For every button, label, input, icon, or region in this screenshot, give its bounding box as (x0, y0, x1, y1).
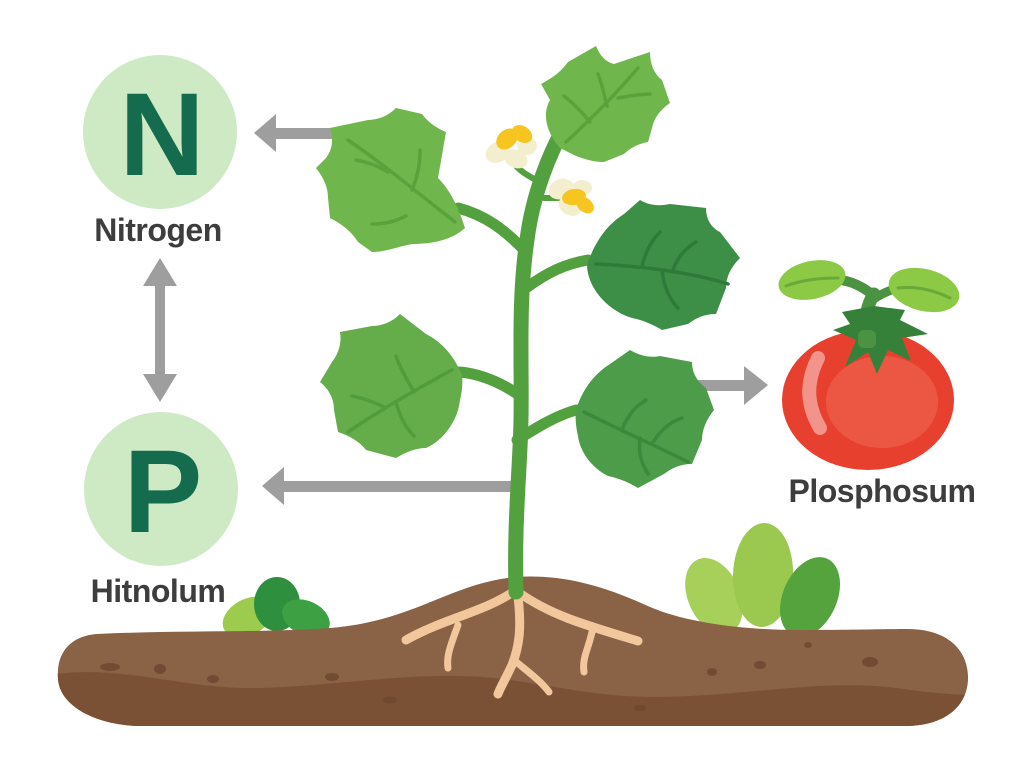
soil-speck (804, 642, 812, 648)
soil-bottom-layer (57, 672, 969, 726)
soil-speck (634, 705, 646, 711)
flower-petal (511, 125, 533, 143)
bush-leaf (282, 599, 330, 637)
leaf-upper-left (316, 108, 465, 252)
root-branch (493, 583, 525, 699)
flower-petal (576, 196, 594, 214)
tomato-label: Plosphosum (788, 473, 975, 509)
bush-left (222, 577, 330, 638)
leaf-veins (594, 230, 730, 310)
leaf-vein (410, 148, 422, 192)
tomato-inner-shade (826, 356, 938, 448)
leaf-vein (394, 354, 416, 394)
bush-leaf (779, 557, 841, 637)
nitrogen-circle (83, 55, 237, 209)
arrow-shaft (282, 481, 513, 492)
arrow-nitrogen-phosphorus-double-icon (143, 258, 177, 402)
leaf-vein (596, 72, 609, 108)
leaf-vein (564, 66, 640, 144)
phosphorus-node: P Hitnolum (84, 412, 238, 609)
soil-speck (707, 668, 717, 676)
flower-icon (485, 125, 537, 169)
soil-speck (207, 675, 219, 683)
soil-speck (754, 661, 766, 669)
leaf-blade (587, 200, 740, 330)
leaf-vein (594, 262, 730, 286)
root-branch (580, 628, 596, 676)
leaf-vein (660, 268, 680, 310)
leaf-vein (370, 214, 408, 226)
root-branch (401, 585, 521, 645)
stem-branch (454, 366, 525, 401)
tomato-illustration: Plosphosum (778, 260, 976, 509)
arrow-plant-to-nitrogen-icon (254, 114, 334, 152)
nitrogen-label: Nitrogen (94, 212, 222, 248)
tomato-highlight (802, 351, 827, 435)
leaf-vein (616, 92, 652, 100)
leaf-top-right (541, 46, 670, 162)
tomato-plant (316, 46, 740, 600)
leaf-veins (582, 398, 690, 476)
soil-speck (383, 696, 397, 704)
arrow-shaft (155, 284, 165, 376)
soil-specks (100, 642, 878, 711)
leaf-vein (896, 286, 952, 300)
soil-speck (325, 673, 339, 681)
plant-roots (401, 583, 643, 699)
leaf-mid-left (320, 314, 463, 458)
arrow-head-down (143, 374, 177, 402)
leaf-vein (650, 416, 684, 446)
phosphorus-symbol: P (124, 426, 203, 558)
bush-leaf (685, 557, 743, 635)
tomato-stem-base (858, 330, 876, 348)
leaf-mid-right (587, 200, 740, 330)
phosphorus-label: Hitnolum (91, 573, 226, 609)
leaf-vein (640, 230, 662, 268)
leaf-vein (637, 436, 650, 476)
leaf-lower-right (575, 350, 714, 488)
nitrogen-symbol: N (119, 69, 204, 201)
leaf-blade (320, 314, 463, 458)
leaf-vein (346, 138, 457, 224)
arrow-head-right (744, 366, 768, 405)
arrow-head-left (262, 467, 284, 505)
leaf-vein (784, 276, 840, 288)
stem-branch (511, 404, 582, 446)
bush-leaf (732, 523, 794, 627)
plant-stems (452, 104, 594, 600)
leaf-vein (350, 394, 388, 410)
nitrogen-node: N Nitrogen (83, 55, 237, 248)
phosphorus-circle (84, 412, 238, 566)
leaf-veins (346, 354, 454, 438)
root-branch (513, 587, 643, 646)
stem-branch (452, 202, 530, 256)
leaf-vein (620, 398, 648, 432)
bush-right (685, 523, 841, 637)
leaf-vein (394, 400, 416, 438)
leaf-vein (354, 158, 390, 174)
leaf-vein (346, 368, 454, 434)
leaf-veins (346, 138, 457, 226)
flower-icon (548, 178, 594, 216)
leaf-vein (562, 94, 592, 124)
flower-petal (504, 149, 528, 169)
arrow-head-left (254, 114, 276, 152)
leaf-veins (562, 66, 652, 144)
root-branch (444, 621, 462, 672)
soil-speck (862, 657, 878, 667)
soil-speck (100, 663, 120, 671)
arrow-head-up (143, 258, 177, 286)
tomato-calyx (833, 306, 928, 374)
stem-branch (520, 254, 594, 294)
leaf-blade (575, 350, 714, 488)
soil-speck (154, 664, 166, 674)
root-branch (510, 656, 553, 696)
arrow-plant-to-phosphorus-icon (262, 467, 513, 505)
leaf-vein (670, 240, 698, 274)
arrow-shaft (274, 128, 334, 139)
